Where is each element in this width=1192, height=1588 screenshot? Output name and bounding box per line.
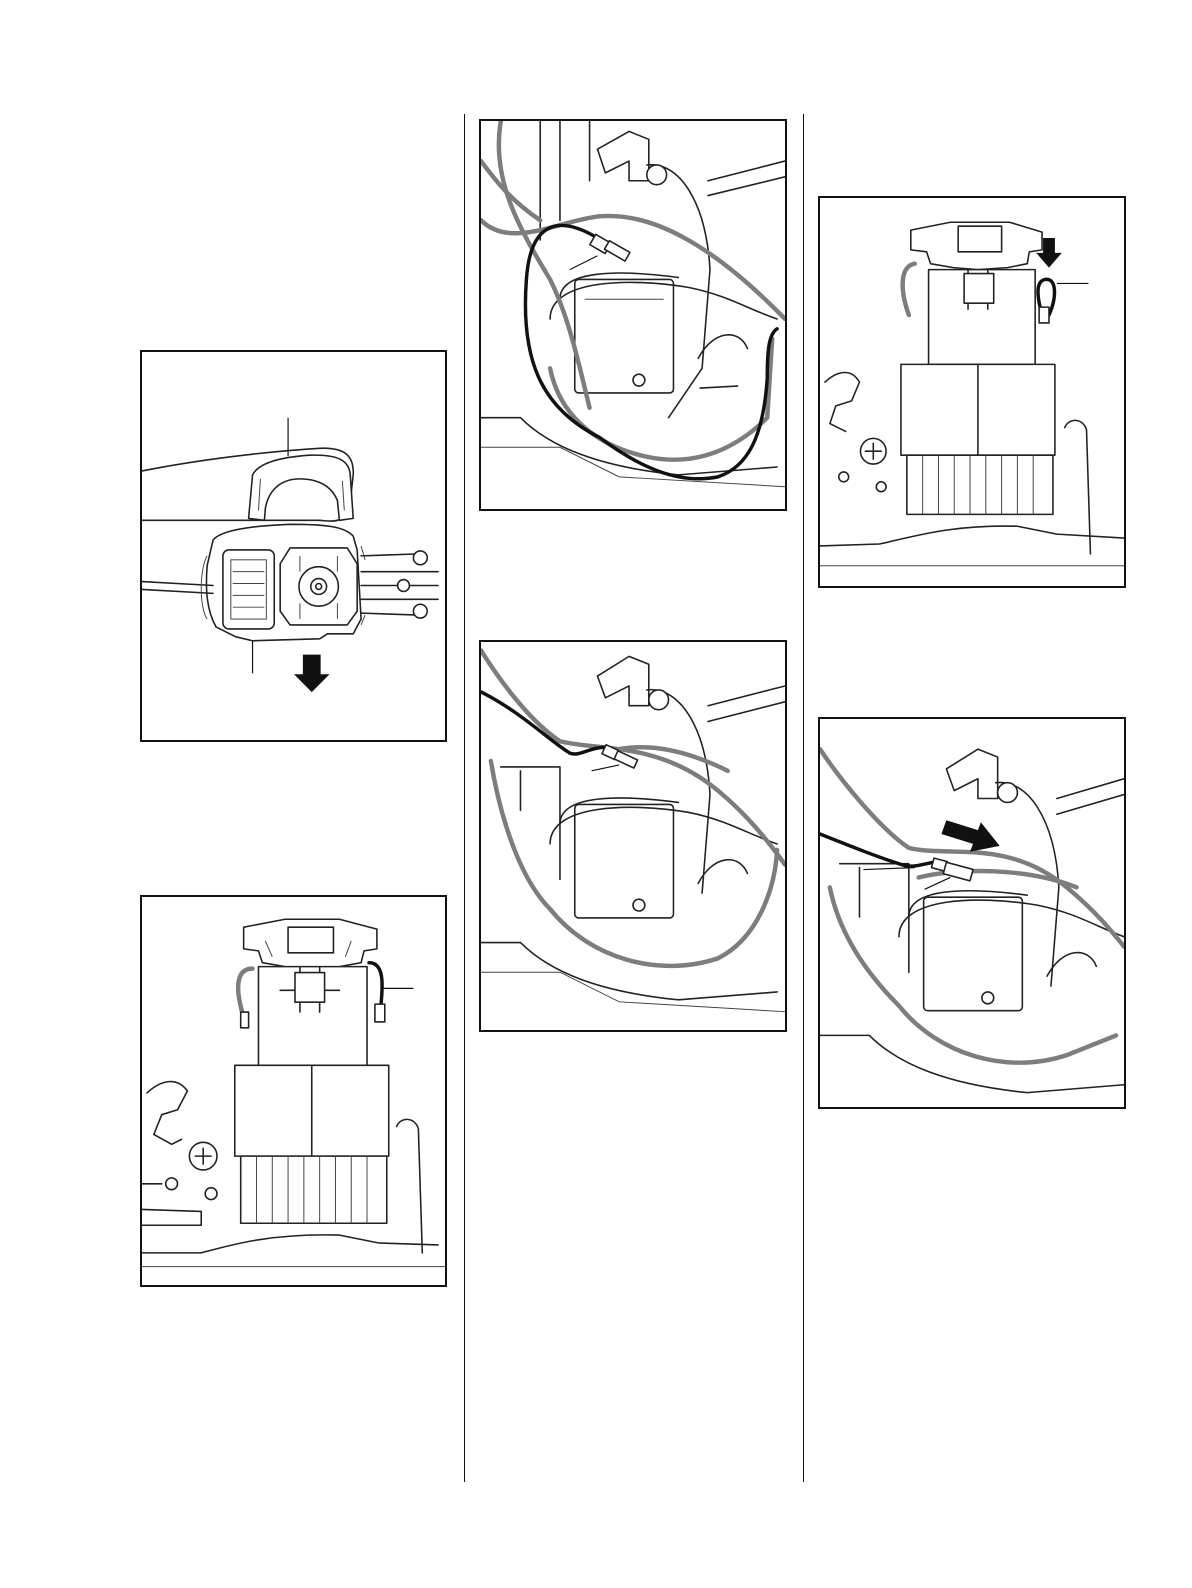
figure-handle-cover-removal	[140, 350, 447, 742]
figure-switch-terminal-connected	[479, 640, 787, 1032]
leader-terminal	[925, 877, 951, 889]
leader-wire	[863, 868, 914, 870]
leader-terminal	[592, 765, 620, 771]
illustration-handle-cover	[142, 352, 445, 740]
column-divider-right	[803, 114, 804, 1482]
down-arrow-icon	[294, 655, 330, 693]
figure-motor-wire-push-down	[818, 196, 1126, 588]
illustration-switch-terminal-slide	[820, 719, 1124, 1107]
figure-motor-wire-right	[140, 895, 447, 1287]
figure-switch-black-wire	[479, 119, 787, 511]
illustration-motor-wire-right	[142, 897, 445, 1285]
illustration-switch-terminal-connected	[481, 642, 785, 1030]
leader-terminal	[570, 256, 598, 270]
column-divider-left	[464, 114, 465, 1482]
illustration-motor-wire-push-down	[820, 198, 1124, 586]
right-arrow-icon	[941, 820, 999, 852]
illustration-switch-black-wire	[481, 121, 785, 509]
figure-switch-terminal-slide	[818, 717, 1126, 1109]
